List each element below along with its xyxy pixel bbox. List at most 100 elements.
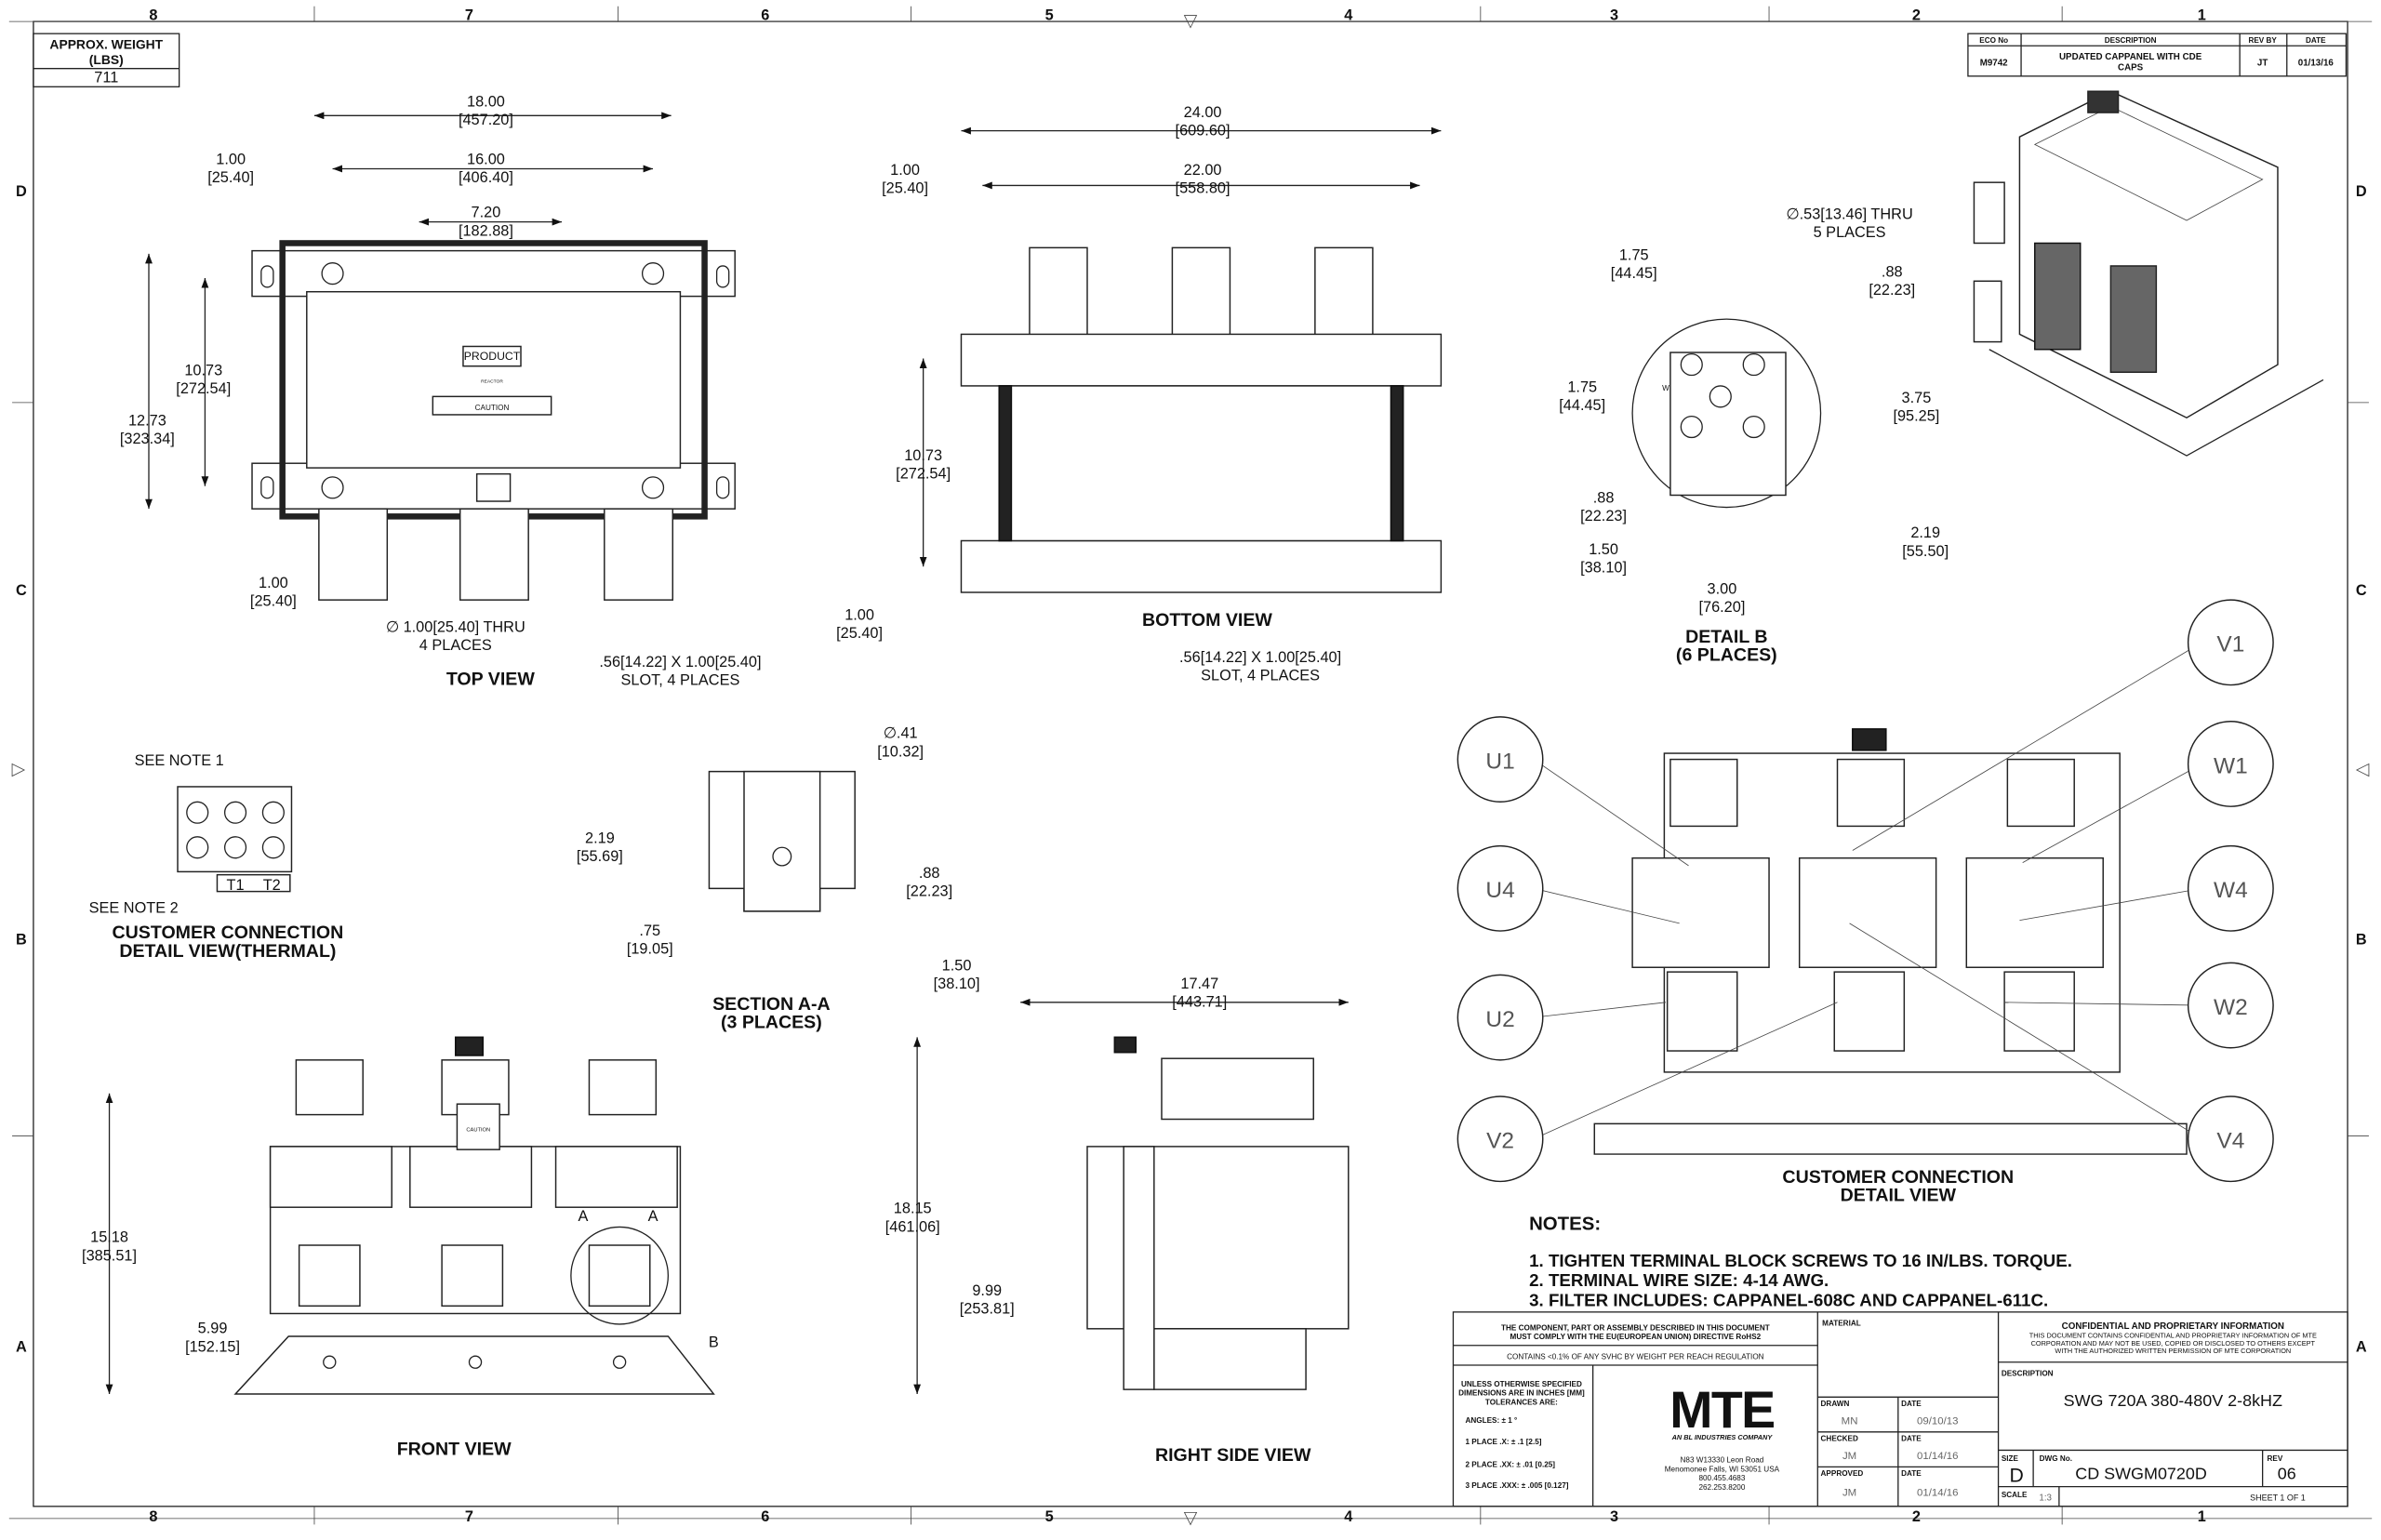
isometric-view	[1973, 90, 2324, 457]
dimension-label: [385.51]	[82, 1247, 137, 1264]
dimension-label: 4	[1344, 7, 1352, 23]
dimension-label: [457.20]	[459, 112, 513, 128]
dimension-label: 1.50	[1589, 541, 1618, 558]
top-view-title: TOP VIEW	[446, 670, 536, 690]
dimension-label: C	[16, 582, 27, 599]
approx-weight-box: APPROX. WEIGHT (LBS) 711	[33, 33, 180, 87]
dimension-label: D	[2009, 1466, 2023, 1487]
dimension-label: .56[14.22] X 1.00[25.40]	[599, 654, 761, 670]
dimension-label: 7	[465, 1508, 473, 1525]
dimension-label: 1.75	[1619, 246, 1649, 263]
dimension-label: DATE	[1901, 1400, 1922, 1408]
dimension-label: THIS DOCUMENT CONTAINS CONFIDENTIAL AND …	[2029, 1332, 2317, 1340]
sheet-border	[8, 6, 2373, 1526]
dimension-label: [55.69]	[577, 848, 623, 865]
dimension-label: 1.00	[259, 575, 288, 591]
dimension-label: D	[2356, 183, 2367, 200]
dimension-label: TOLERANCES ARE:	[1485, 1398, 1558, 1406]
dimension-label: RIGHT SIDE VIEW	[1155, 1445, 1311, 1466]
dimension-label: 6	[761, 7, 769, 23]
dimension-label: CAUTION	[475, 404, 510, 412]
dimension-label: 5 PLACES	[1814, 224, 1886, 241]
dimension-label: A	[16, 1338, 27, 1355]
dimension-label: 01/13/16	[2298, 58, 2334, 68]
dimension-label: FRONT VIEW	[397, 1439, 512, 1459]
dimension-label: D	[16, 183, 27, 200]
dimension-label: W1	[2214, 753, 2248, 778]
dimension-label: JM	[1842, 1451, 1856, 1462]
dimension-label: ECO No	[1979, 36, 2008, 45]
dimension-label: 16.00	[467, 152, 505, 168]
dimension-label: [323.34]	[120, 431, 175, 447]
dimension-label: CUSTOMER CONNECTION	[113, 923, 344, 943]
dimension-label: (3 PLACES)	[721, 1013, 822, 1033]
dimension-label: 8	[149, 7, 157, 23]
dimension-label: 01/14/16	[1917, 1451, 1958, 1462]
terminal-callouts: U1 U4 U2 V2 V1 W1 W4 W2 V4	[1457, 599, 2274, 1183]
right-side-view: 17.47[443.71] 18.15[461.06] 9.99[253.81]…	[885, 976, 1350, 1466]
dimension-label: 4 PLACES	[419, 637, 492, 654]
dimension-label: [38.10]	[1580, 560, 1627, 577]
dimension-label: 3	[1610, 7, 1618, 23]
dimension-label: C	[2356, 582, 2367, 599]
dimension-label: [443.71]	[1172, 994, 1227, 1011]
dimension-label: [272.54]	[176, 380, 231, 397]
dimension-label: CHECKED	[1821, 1435, 1858, 1443]
dimension-label: 9.99	[972, 1282, 1002, 1299]
dimension-label: 6	[761, 1508, 769, 1525]
dimension-label: REACTOR	[481, 379, 503, 385]
dimension-label: 1:3	[2039, 1493, 2052, 1503]
dimension-label: V4	[2216, 1129, 2244, 1154]
dimension-label: [609.60]	[1176, 123, 1230, 139]
dimension-label: SLOT, 4 PLACES	[621, 672, 740, 689]
dimension-label: JT	[2257, 58, 2268, 68]
dimension-label: 5.99	[198, 1321, 228, 1337]
dimension-label: 09/10/13	[1917, 1416, 1958, 1427]
dimension-label: [38.10]	[934, 976, 980, 992]
dimension-label: U1	[1485, 749, 1514, 774]
dimension-label: 17.47	[1180, 976, 1218, 992]
dimension-label: A	[648, 1208, 658, 1225]
dimension-label: DATE	[1901, 1435, 1922, 1443]
dimension-label: 1.50	[942, 958, 972, 975]
dimension-label: THE COMPONENT, PART OR ASSEMBLY DESCRIBE…	[1501, 1323, 1770, 1332]
dimension-label: 3.00	[1708, 581, 1737, 598]
dimension-label: 1.00	[845, 606, 874, 623]
dimension-label: T1	[227, 877, 245, 894]
dimension-label: [25.40]	[882, 180, 928, 197]
dimension-label: SWG 720A 380-480V 2-8kHZ	[2064, 1391, 2282, 1410]
dimension-label: 01/14/16	[1917, 1487, 1958, 1498]
dimension-label: DATE	[1901, 1469, 1922, 1478]
dimension-label: 10.73	[904, 447, 942, 464]
dimension-label: 15.18	[90, 1229, 128, 1246]
customer-connection-view: U1 U4 U2 V2 V1 W1 W4 W2 V4 CUSTOMER CONN…	[1457, 599, 2274, 1206]
dimension-label: [182.88]	[459, 222, 513, 239]
dimension-label: T2	[263, 877, 281, 894]
dimension-label: 2	[1912, 1508, 1921, 1525]
dimension-label: DIMENSIONS ARE IN INCHES [MM]	[1458, 1389, 1585, 1398]
dimension-label: W	[1662, 384, 1669, 392]
dimension-label: 1 PLACE .X: ± .1 [2.5]	[1466, 1438, 1542, 1446]
dimension-label: [461.06]	[885, 1218, 940, 1235]
dimension-label: CAUTION	[466, 1128, 490, 1134]
dimension-label: B	[2356, 932, 2367, 949]
dimension-label: SECTION A-A	[712, 994, 831, 1015]
dimension-label: SEE NOTE 2	[89, 899, 179, 916]
dimension-label: DATE	[2306, 36, 2326, 45]
dimension-label: [22.23]	[1869, 282, 1915, 299]
dimension-label: DWG No.	[2040, 1454, 2072, 1463]
dimension-label: 800.455.4683	[1698, 1474, 1745, 1482]
dimension-label: CONFIDENTIAL AND PROPRIETARY INFORMATION	[2062, 1321, 2284, 1332]
dimension-label: 5	[1045, 7, 1054, 23]
dimension-label: JM	[1842, 1487, 1856, 1498]
title-block: THE COMPONENT, PART OR ASSEMBLY DESCRIBE…	[1452, 1311, 2348, 1507]
dimension-label: 2	[1912, 7, 1921, 23]
dimension-label: 18.15	[894, 1201, 932, 1217]
dimension-label: 5	[1045, 1508, 1054, 1525]
